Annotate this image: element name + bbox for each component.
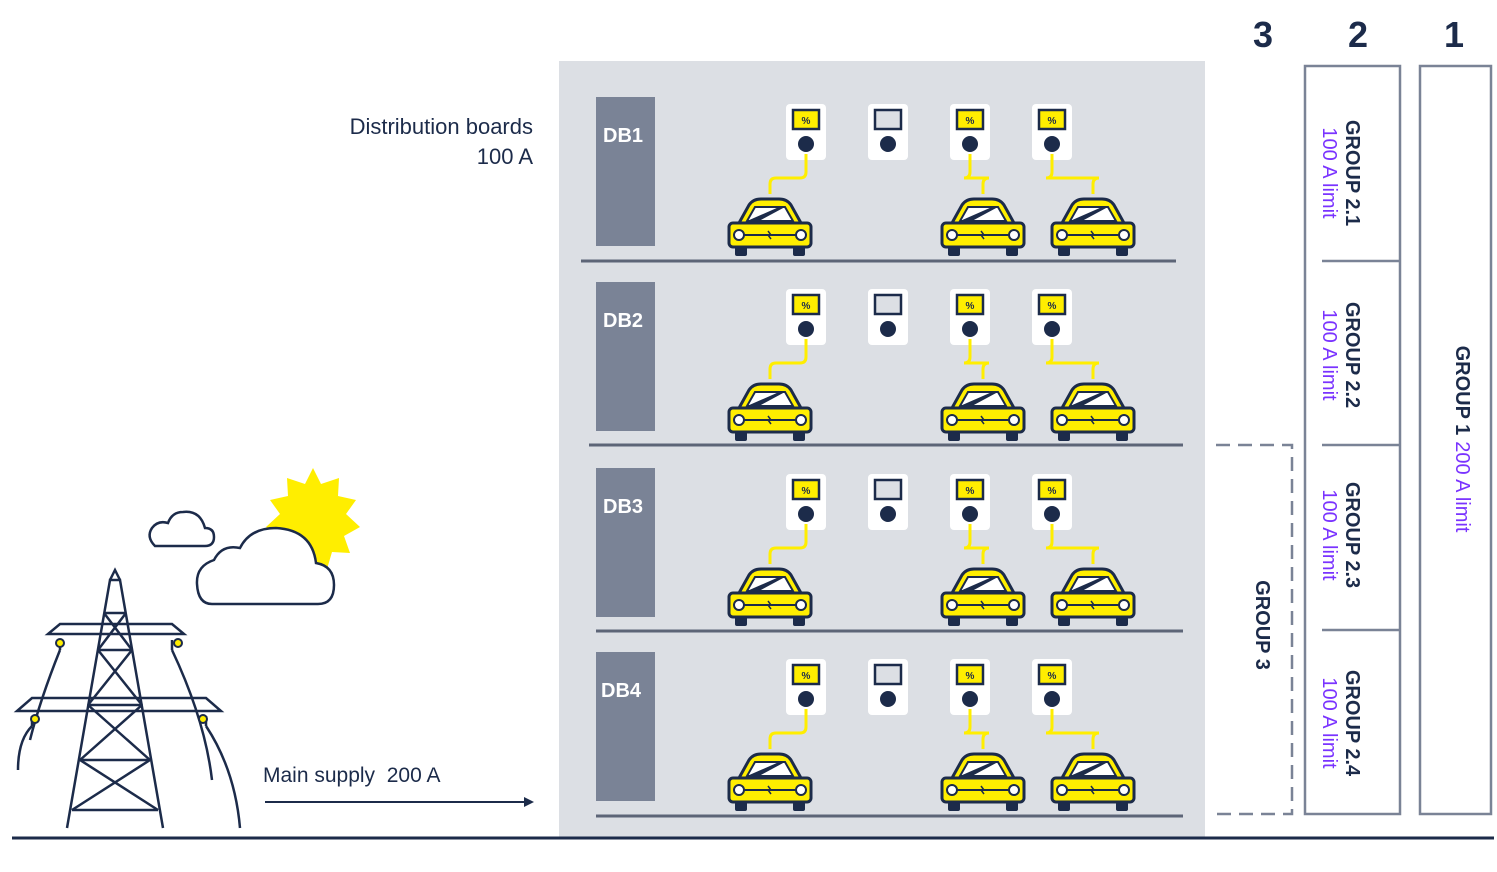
group-1-name: GROUP 1	[1451, 345, 1473, 436]
floor-3: %%%	[727, 474, 1136, 628]
charging-cable	[1045, 154, 1100, 194]
db-label-2: DB2	[603, 310, 644, 332]
charging-cable	[963, 709, 990, 749]
charging-cable	[1045, 709, 1100, 749]
db-label-1: DB1	[603, 125, 644, 147]
distribution-title: Distribution boards	[349, 114, 533, 139]
group-2-1-name: GROUP 2.1	[1341, 119, 1363, 227]
charger-percent-text: %	[966, 671, 975, 682]
column-number-3: 3	[1252, 14, 1274, 55]
arrow-icon	[265, 797, 534, 807]
main-supply-text: Main supply	[263, 764, 376, 787]
floor-2: %%%	[727, 289, 1136, 443]
group-2-3-limit: 100 A limit	[1318, 489, 1340, 581]
db-panel-4	[596, 652, 655, 801]
group-1-bracket	[1418, 64, 1493, 816]
floor-4: %%%	[727, 659, 1136, 813]
db-label-3: DB3	[603, 496, 644, 518]
db-panel-1	[596, 97, 655, 246]
group-2-2-limit: 100 A limit	[1318, 309, 1340, 401]
charger-icon	[868, 659, 908, 715]
charger-icon: %	[950, 659, 990, 715]
charger-percent-text: %	[1048, 301, 1057, 312]
charging-cable	[963, 524, 990, 564]
charger-percent-text: %	[966, 486, 975, 497]
charging-cable	[768, 154, 808, 194]
group-2-3-label: GROUP 2.3 100 A limit	[1313, 465, 1363, 605]
charger-icon	[868, 104, 908, 160]
charger-percent-text: %	[802, 486, 811, 497]
group-2-1-label: GROUP 2.1 100 A limit	[1313, 103, 1363, 243]
charger-icon: %	[1032, 474, 1072, 530]
building	[559, 61, 1205, 838]
db-panel-3	[596, 468, 655, 617]
db-label-4: DB4	[601, 680, 642, 702]
group-1-limit: 200 A limit	[1451, 441, 1473, 533]
group-2-bracket	[1303, 64, 1402, 816]
charger-percent-text: %	[1048, 671, 1057, 682]
floor-1: %%%	[727, 104, 1136, 258]
charger-icon: %	[786, 289, 826, 345]
group-2-4-label: GROUP 2.4 100 A limit	[1313, 653, 1363, 793]
charging-cable	[768, 339, 808, 379]
charging-cable	[1045, 339, 1100, 379]
distribution-current: 100 A	[476, 144, 533, 169]
insulator-icons	[30, 638, 208, 724]
main-supply-label: Main supply 200 A	[263, 764, 440, 788]
cloud-icon	[148, 510, 216, 548]
group-2-1-limit: 100 A limit	[1318, 127, 1340, 219]
group-2-4-name: GROUP 2.4	[1341, 669, 1363, 777]
distribution-boards-label: Distribution boards 100 A	[350, 112, 533, 172]
main-supply-current: 200 A	[386, 764, 441, 787]
charging-cable	[768, 709, 808, 749]
charging-cable	[963, 154, 990, 194]
charging-cable	[963, 339, 990, 379]
charger-percent-text: %	[966, 301, 975, 312]
column-number-1: 1	[1443, 14, 1465, 55]
cloud-icon	[195, 526, 336, 606]
charger-percent-text: %	[1048, 486, 1057, 497]
charger-icon: %	[1032, 659, 1072, 715]
charger-percent-text: %	[802, 671, 811, 682]
charger-icon	[868, 289, 908, 345]
db-panel-2	[596, 282, 655, 431]
charging-cable	[768, 524, 808, 564]
charger-icon: %	[950, 104, 990, 160]
charger-icon: %	[1032, 289, 1072, 345]
charger-percent-text: %	[802, 301, 811, 312]
charger-icon: %	[786, 104, 826, 160]
pylon-icon	[13, 567, 242, 829]
group-3-name: GROUP 3	[1251, 580, 1273, 670]
charger-icon: %	[1032, 104, 1072, 160]
charger-icon: %	[786, 474, 826, 530]
charger-icon: %	[950, 289, 990, 345]
charger-icon	[868, 474, 908, 530]
charger-percent-text: %	[966, 116, 975, 127]
charger-icon: %	[786, 659, 826, 715]
group-2-4-limit: 100 A limit	[1318, 677, 1340, 769]
group-2-3-name: GROUP 2.3	[1341, 481, 1363, 589]
column-number-2: 2	[1347, 14, 1369, 55]
group-3-label: GROUP 3	[1247, 565, 1273, 685]
group-2-2-name: GROUP 2.2	[1341, 301, 1363, 409]
charger-icon: %	[950, 474, 990, 530]
charger-percent-text: %	[1048, 116, 1057, 127]
group-1-label: GROUP 1 200 A limit	[1447, 324, 1473, 554]
charging-cable	[1045, 524, 1100, 564]
charger-percent-text: %	[802, 116, 811, 127]
group-2-2-label: GROUP 2.2 100 A limit	[1313, 285, 1363, 425]
